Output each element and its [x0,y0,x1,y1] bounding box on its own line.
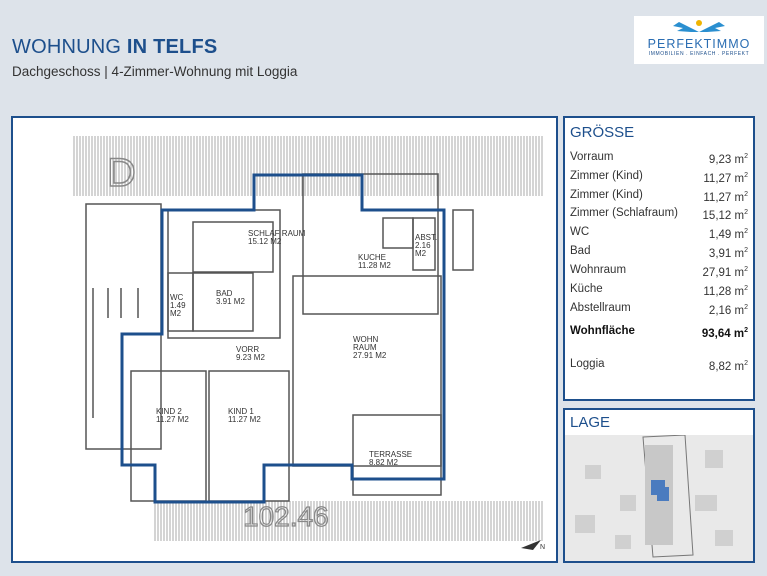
size-row: WC 1,49 m2 [570,224,748,243]
floor-plan-drawing: 102.46 D N [73,136,545,551]
size-value: 27,91 m2 [702,265,748,279]
size-value: 11,28 m2 [703,284,748,298]
size-row: Zimmer (Schlafraum) 15,12 m2 [570,205,748,224]
size-value: 15,12 m2 [702,209,748,223]
room-label-abstellraum: ABST.2.16 M2 [415,233,438,258]
size-label: Zimmer (Schlafraum) [570,207,678,220]
elevation-label: 102.46 [243,501,329,532]
size-label: Wohnraum [570,263,627,276]
size-value: 1,49 m2 [708,228,748,242]
location-map[interactable] [565,434,753,561]
size-label: Zimmer (Kind) [570,188,643,201]
size-row: Vorraum 9,23 m2 [570,149,748,168]
size-row: Zimmer (Kind) 11,27 m2 [570,168,748,187]
size-label: Zimmer (Kind) [570,169,643,182]
svg-text:N: N [540,544,545,551]
size-value: 9,23 m2 [708,153,748,166]
size-panel: GRÖSSE Vorraum 9,23 m2 Zimmer (Kind) 11,27 … [563,116,755,401]
size-value: 2,16 m2 [708,303,748,317]
logo: PERFEKTIMMO IMMOBILIEN . EINFACH . PERFE… [634,16,764,64]
size-label: Bad [570,245,591,258]
size-row: Wohnraum 27,91 m2 [570,262,748,281]
wings-logo-icon [673,20,725,32]
page-title: WOHNUNG IN TELFS [12,36,218,58]
size-label: Küche [570,282,603,295]
size-label: WC [570,226,590,239]
size-label: Abstellraum [570,301,631,314]
north-arrow-icon: N [521,540,545,551]
size-heading: GRÖSSE [570,124,635,141]
size-row: Abstellraum 2,16 m2 [570,300,748,319]
location-panel: LAGE [563,408,755,563]
size-value: 11,27 m2 [703,190,748,204]
size-label: Vorraum [570,151,614,163]
page-subtitle: Dachgeschoss | 4-Zimmer-Wohnung mit Logg… [12,64,298,79]
stair-marker: D [107,151,136,195]
location-heading: LAGE [570,414,611,431]
size-value: 11,27 m2 [703,171,748,185]
size-row: Küche 11,28 m2 [570,281,748,300]
size-row: Zimmer (Kind) 11,27 m2 [570,187,748,206]
size-row: Bad 3,91 m2 [570,243,748,262]
size-value: 3,91 m2 [708,247,748,260]
map-drawing [575,434,733,558]
